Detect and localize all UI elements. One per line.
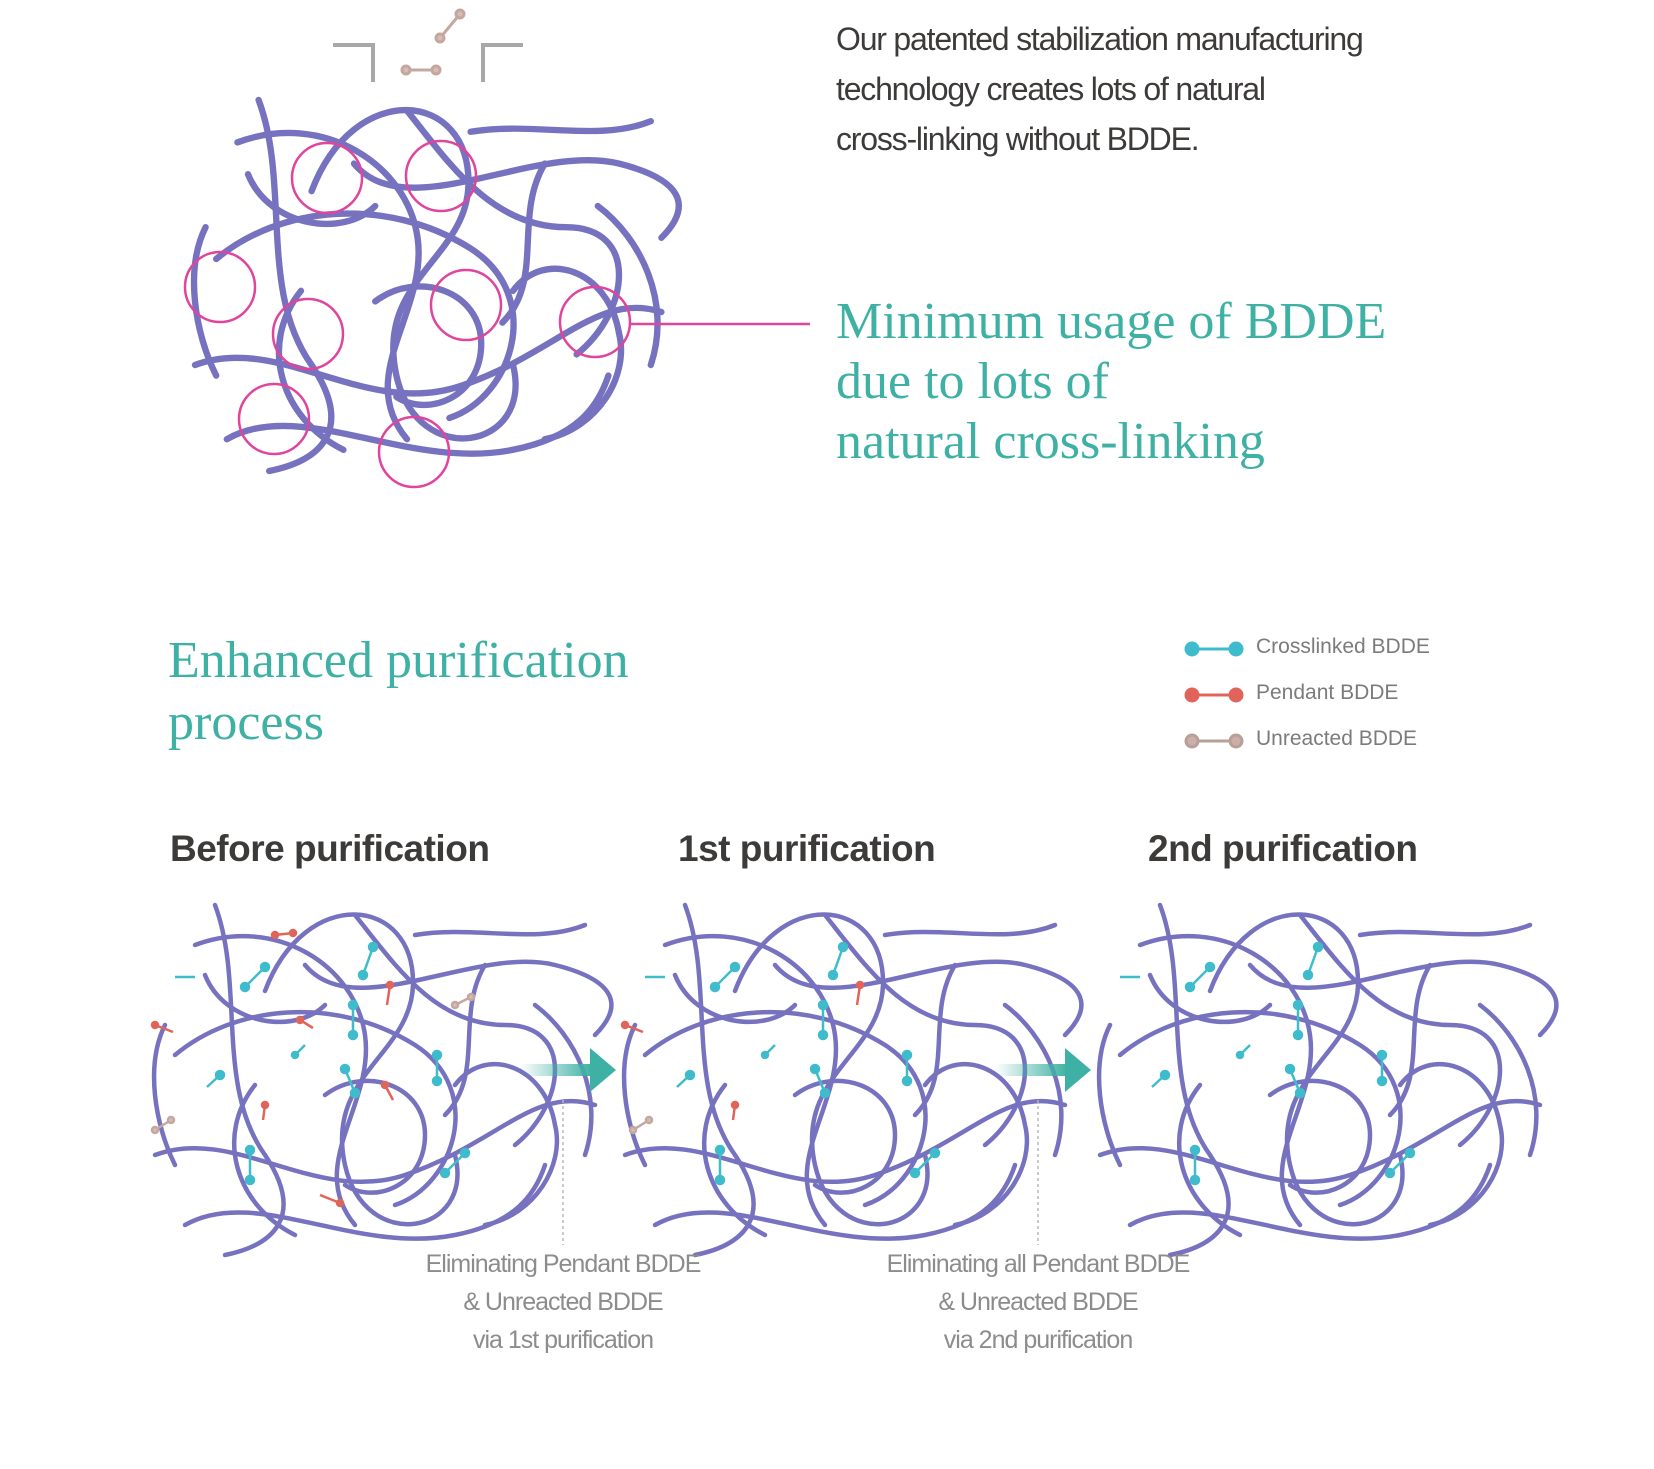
legend-label: Crosslinked BDDE: [1256, 635, 1430, 658]
intro-line: technology creates lots of natural: [836, 71, 1266, 107]
caption-line: via 1st purification: [472, 1326, 654, 1354]
legend-label: Pendant BDDE: [1256, 681, 1399, 704]
stage-label-before: Before purification: [170, 828, 490, 869]
section-title-line: Enhanced purification: [168, 632, 629, 689]
caption-line: & Unreacted BDDE: [463, 1288, 663, 1316]
intro-text: Our patented stabilization manufacturing…: [836, 14, 1476, 164]
caption-line: via 2nd purification: [943, 1326, 1133, 1354]
arrow-right-icon: [520, 1048, 616, 1092]
crosslink-circle: [237, 382, 311, 456]
legend-pendant-icon: [1184, 687, 1244, 703]
intro-line: Our patented stabilization manufacturing: [836, 21, 1364, 57]
stage-label-1st: 1st purification: [678, 828, 936, 869]
section-title-line: process: [168, 694, 324, 751]
callout-heading: Minimum usage of BDDE due to lots of nat…: [836, 292, 1476, 472]
bracket-left-icon: [333, 43, 375, 82]
caption-line: Eliminating Pendant BDDE: [425, 1250, 702, 1278]
arrow-right-icon: [995, 1048, 1091, 1092]
caption-1st-purification: Eliminating Pendant BDDE & Unreacted BDD…: [383, 1245, 743, 1359]
crosslink-circle: [271, 297, 345, 371]
legend-crosslinked-icon: [1184, 641, 1244, 657]
intro-line: cross-linking without BDDE.: [836, 121, 1200, 157]
legend-unreacted-icon: [1184, 733, 1244, 749]
crosslink-circle: [558, 285, 632, 359]
crosslink-circle: [404, 139, 478, 213]
caption-2nd-purification: Eliminating all Pendant BDDE & Unreacted…: [838, 1245, 1238, 1359]
natural-crosslink-circles: [183, 139, 632, 489]
section-title: Enhanced purification process: [168, 630, 728, 754]
crosslink-circle: [429, 268, 503, 342]
caption-line: & Unreacted BDDE: [938, 1288, 1138, 1316]
stage-label-2nd: 2nd purification: [1148, 828, 1418, 869]
unreacted-molecule-icon: [400, 8, 466, 76]
crosslink-circle: [290, 141, 364, 215]
callout-line-text: due to lots of: [836, 353, 1109, 410]
callout-line-text: natural cross-linking: [836, 413, 1265, 470]
legend-label: Unreacted BDDE: [1256, 727, 1418, 750]
network-1st-purification: [620, 905, 1081, 1255]
crosslink-circle: [183, 250, 257, 324]
callout-line-text: Minimum usage of BDDE: [836, 293, 1387, 350]
bracket-right-icon: [481, 43, 523, 82]
caption-line: Eliminating all Pendant BDDE: [886, 1250, 1191, 1278]
network-2nd-purification: [1099, 905, 1556, 1255]
crosslink-circle: [377, 415, 451, 489]
network-before-purification: [150, 905, 611, 1255]
